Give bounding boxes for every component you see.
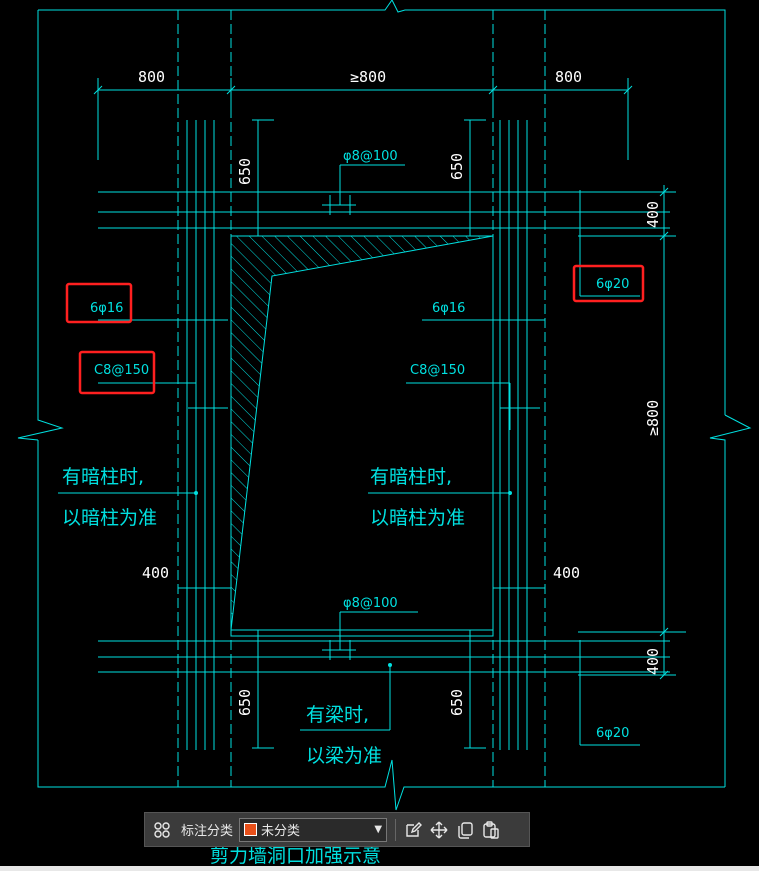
label-bars-mid: 6φ16 [432, 301, 465, 316]
highlight-bars-left [65, 282, 133, 324]
grid-icon[interactable] [149, 817, 175, 843]
category-label: 标注分类 [181, 824, 234, 839]
toolbar-divider [395, 818, 397, 841]
dim-800-right: ≥800 [644, 400, 662, 436]
category-value: 未分类 [261, 824, 301, 839]
note-bottom-line1: 有梁时, [306, 704, 369, 726]
note-left-line2: 以暗柱为准 [62, 507, 157, 529]
dim-400-mid-right: 400 [553, 564, 580, 582]
move-icon[interactable] [426, 817, 452, 843]
dim-650-bottom-left: 650 [236, 689, 254, 716]
note-left-line1: 有暗柱时, [62, 466, 144, 488]
dim-650-bottom-right: 650 [448, 689, 466, 716]
label-rebar-top: φ8@100 [343, 149, 398, 164]
note-bottom-line2: 以梁为准 [306, 745, 382, 767]
dim-400-right-top: 400 [644, 201, 662, 228]
label-rebar-bottom: φ8@100 [343, 596, 398, 611]
bottom-strip [0, 866, 759, 871]
caption-partial: 剪力墙洞口加强示意 [210, 845, 381, 867]
copy-icon[interactable] [452, 817, 478, 843]
drawing-lines [17, 0, 752, 811]
highlight-bars-right [572, 264, 645, 303]
dim-650-top-right: 650 [448, 153, 466, 180]
label-stirrup-mid: C8@150 [410, 363, 465, 378]
dim-400-right-bottom: 400 [644, 648, 662, 675]
hatched-wedge [230, 235, 494, 631]
dim-650-top-left: 650 [236, 158, 254, 185]
label-bars-left: 6φ16 [90, 301, 123, 316]
label-stirrup-left: C8@150 [94, 363, 149, 378]
label-bars-right-top: 6φ20 [596, 277, 629, 292]
dim-top-left: 800 [138, 68, 165, 86]
category-color-swatch [244, 823, 258, 836]
note-mid-line1: 有暗柱时, [370, 466, 452, 488]
annotation-toolbar: 标注分类 未分类 ▼ [144, 812, 530, 847]
chevron-down-icon: ▼ [374, 824, 383, 835]
paste-icon[interactable] [478, 817, 504, 843]
note-mid-line2: 以暗柱为准 [370, 507, 465, 529]
highlight-stirrup-left [78, 350, 156, 395]
dim-400-left: 400 [142, 564, 169, 582]
dim-top-mid: ≥800 [350, 68, 386, 86]
label-bars-right-bottom: 6φ20 [596, 726, 629, 741]
dim-top-right: 800 [555, 68, 582, 86]
category-select[interactable]: 未分类 ▼ [239, 817, 388, 842]
edit-icon[interactable] [400, 817, 426, 843]
